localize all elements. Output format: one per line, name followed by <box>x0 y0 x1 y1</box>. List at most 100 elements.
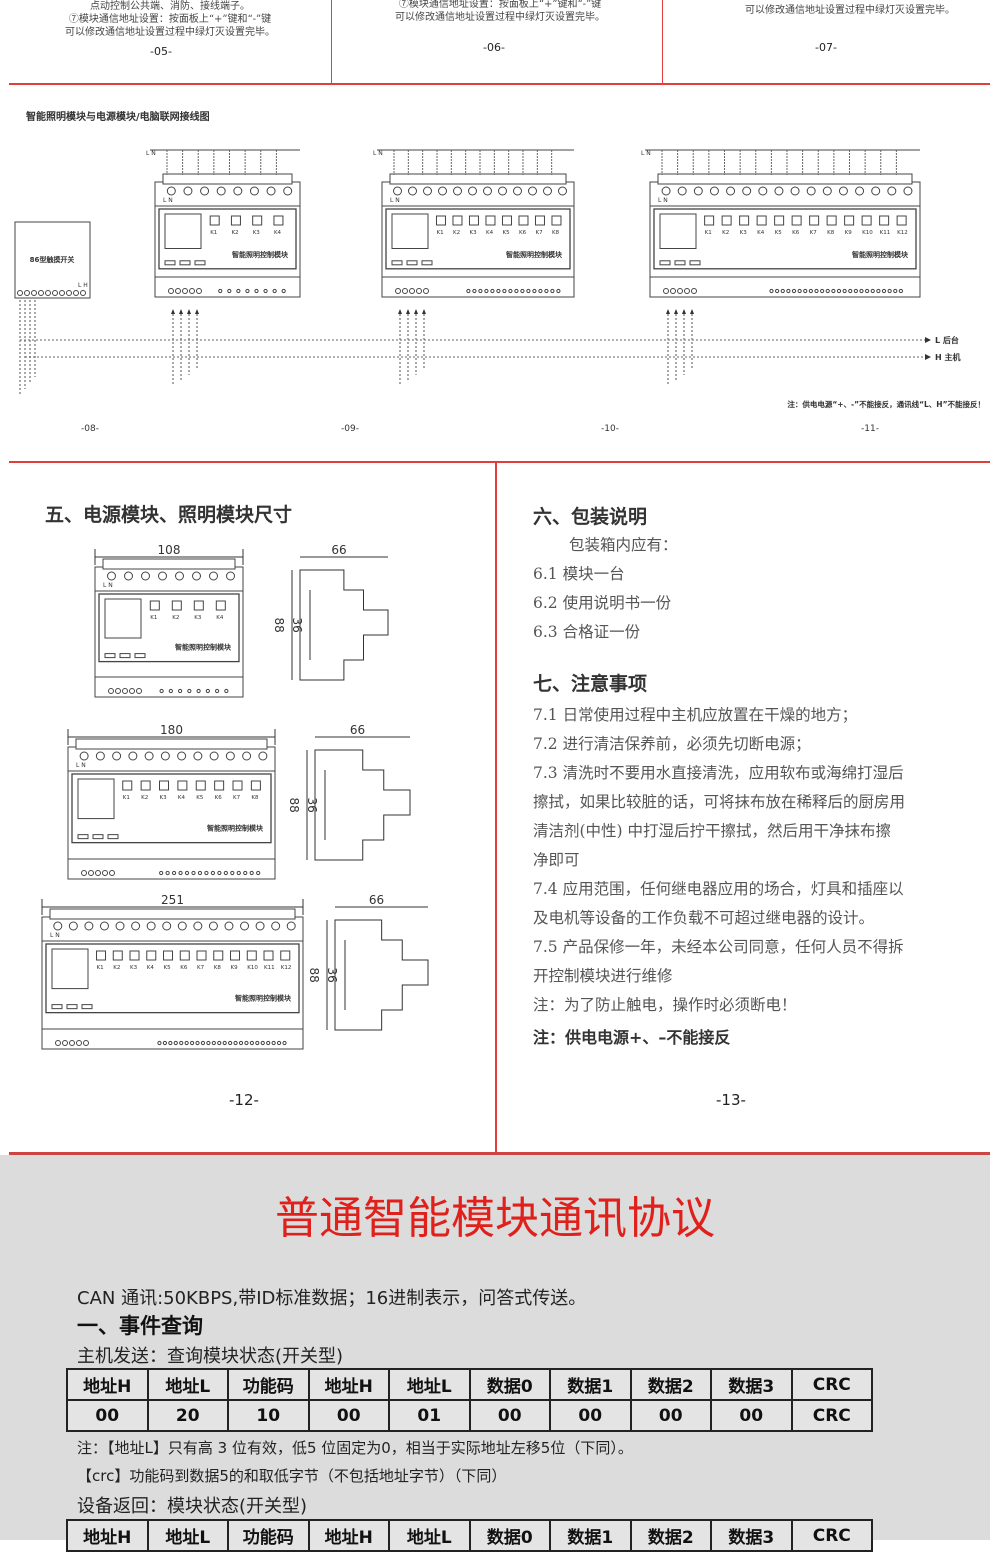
height-dimension: 88 <box>307 968 321 983</box>
touch-switch <box>14 221 91 299</box>
terminal-cover <box>102 558 236 570</box>
terminal <box>115 921 125 931</box>
key-label: K1 <box>210 230 217 236</box>
terminal <box>209 751 219 761</box>
table-cell: 地址L <box>146 1368 229 1401</box>
terminal <box>236 288 241 294</box>
terminal <box>870 288 875 294</box>
module-label: 智能照明控制模块 <box>232 250 289 259</box>
terminal <box>162 921 172 931</box>
key-label: K10 <box>862 230 873 236</box>
h-bus-label: H 主机 <box>935 352 960 362</box>
table-cell: 数据0 <box>468 1519 551 1552</box>
terminal <box>183 186 193 196</box>
key-button <box>159 780 170 791</box>
terminal <box>670 288 676 294</box>
table-cell: CRC <box>790 1399 873 1432</box>
page-number: -10- <box>601 424 619 434</box>
display <box>77 778 115 820</box>
indicator <box>134 653 146 659</box>
side-view <box>334 919 429 1031</box>
terminal <box>266 1040 271 1046</box>
terminal <box>200 186 210 196</box>
key-label: K1 <box>705 230 712 236</box>
terminal <box>55 1040 61 1046</box>
key-button <box>861 215 872 226</box>
terminal <box>848 288 853 294</box>
terminal <box>175 288 181 294</box>
key-label: K7 <box>535 230 543 236</box>
table-cell: 00 <box>710 1399 793 1432</box>
note-line: 7.5 产品保修一年，未经本公司同意，任何人员不得拆 <box>533 938 904 956</box>
key-button <box>96 950 107 961</box>
key-label: K6 <box>792 230 800 236</box>
terminal <box>691 288 697 294</box>
text-line: 可以修改通信地址设置过程中绿灯灭设置完毕。 <box>65 27 275 38</box>
terminal <box>177 751 187 761</box>
terminal <box>258 751 268 761</box>
key-label: K6 <box>180 965 188 971</box>
indicator <box>194 260 206 266</box>
module-label: 智能照明控制模块 <box>207 824 264 833</box>
indicator <box>104 653 116 659</box>
terminal <box>206 1040 211 1046</box>
terminal <box>210 870 215 876</box>
terminal <box>538 288 543 294</box>
terminal <box>898 288 903 294</box>
terminal <box>887 186 897 196</box>
key-label: K5 <box>196 795 204 801</box>
packing-list: 6.1 模块一台 6.2 使用说明书一份 6.3 合格证一份 <box>533 560 671 647</box>
divider <box>662 0 663 84</box>
terminal <box>484 288 489 294</box>
key-button <box>435 215 446 226</box>
side-outline <box>334 919 429 1031</box>
key-label: K12 <box>897 230 908 236</box>
table-cell: 数据3 <box>710 1519 793 1552</box>
terminal <box>423 186 432 196</box>
key-button <box>213 950 224 961</box>
width-dimension: 251 <box>161 893 184 907</box>
terminal <box>483 186 492 196</box>
inner-dimension: 36 <box>305 798 319 813</box>
terminal <box>112 751 122 761</box>
module-label: 智能照明控制模块 <box>235 994 292 1003</box>
terminal <box>822 186 832 196</box>
key-label: K7 <box>810 230 818 236</box>
table-cell: 10 <box>227 1399 310 1432</box>
key-button <box>485 215 496 226</box>
terminal <box>478 288 483 294</box>
terminal <box>558 186 567 196</box>
terminal <box>233 186 243 196</box>
divider <box>9 461 990 463</box>
terminal <box>240 921 250 931</box>
terminal <box>208 921 218 931</box>
arrow-icon <box>925 354 931 360</box>
terminal <box>109 870 115 876</box>
notes-heading: 七、注意事项 <box>533 673 648 695</box>
terminal <box>81 870 87 876</box>
protocol-section <box>0 1155 990 1540</box>
height-dimension: 88 <box>287 798 301 813</box>
wiring-title: 智能照明模块与电源模块/电脑联网接线图 <box>26 112 210 123</box>
terminal <box>260 1040 265 1046</box>
display <box>391 213 429 249</box>
terminal <box>88 870 94 876</box>
switch-label: 86型触摸开关 <box>30 255 75 264</box>
key-button <box>501 215 512 226</box>
terminal <box>820 288 825 294</box>
key-button <box>209 215 220 226</box>
terminal <box>236 870 241 876</box>
page-06-text: ⑦模块通信地址设置：按面板上“+”键和“-”键 可以修改通信地址设置过程中绿灯灭… <box>360 0 640 24</box>
terminal <box>192 571 201 581</box>
key-button <box>195 780 206 791</box>
terminal <box>842 288 847 294</box>
terminal <box>831 288 836 294</box>
side-outline <box>314 749 411 861</box>
indicator <box>107 834 119 840</box>
terminal <box>709 186 719 196</box>
